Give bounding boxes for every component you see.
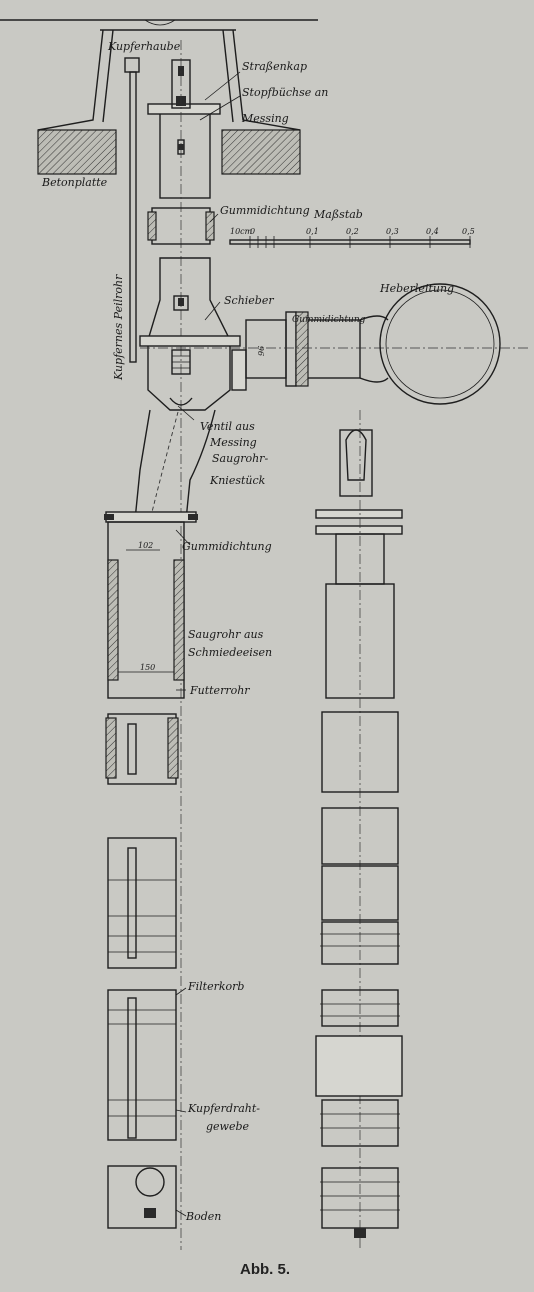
street-surface	[0, 19, 318, 26]
casing-left-sections	[105, 713, 179, 1229]
label-gummidichtung-top: Gummidichtung	[220, 204, 310, 217]
scale-tick-3: 0,3	[386, 227, 399, 236]
outlet-pipe: 96	[140, 311, 530, 387]
label-kupfernes-peilrohr: Kupfernes Peilrohr	[112, 274, 125, 381]
scale-tick-5: 0,5	[462, 227, 475, 236]
casing-left-upper: 102 150	[107, 521, 185, 699]
label-massstab: Maßstab	[313, 208, 363, 221]
label-kupferhaube: Kupferhaube	[107, 40, 181, 53]
figure-caption: Abb. 5.	[240, 1261, 290, 1278]
scale-tick-1: 0,1	[306, 227, 319, 236]
suction-elbow	[104, 409, 216, 523]
dimension-102: 102	[138, 541, 153, 550]
label-kupferdraht: Kupferdraht-	[187, 1102, 260, 1115]
scale-tick-0: 0	[250, 227, 255, 236]
label-saugrohr: Saugrohr aus	[188, 628, 264, 641]
label-boden: Boden	[185, 1210, 221, 1223]
copper-cap	[124, 57, 140, 363]
label-strassenkap: Straßenkap	[242, 60, 307, 73]
dimension-96: 96	[257, 346, 266, 356]
casing-right-sections	[315, 711, 403, 1238]
label-kupferdraht-2: gewebe	[206, 1120, 250, 1133]
scale-unit-label: 10cm	[230, 227, 253, 236]
scale-tick-4: 0,4	[426, 227, 439, 236]
dimension-150: 150	[140, 663, 155, 672]
beton-slab	[37, 129, 301, 175]
surface-box-housing	[37, 29, 301, 131]
label-betonplatte: Betonplatte	[41, 176, 108, 189]
label-ventil: Ventil aus	[200, 420, 255, 433]
valve-cone-side-view	[315, 410, 403, 1250]
label-stopfbuechse-2: Messing	[241, 112, 289, 125]
label-filterkorb: Filterkorb	[187, 980, 244, 993]
label-saugrohr-knie: Saugrohr-	[212, 452, 268, 465]
rubber-seal-top	[147, 207, 215, 245]
gate-valve	[139, 257, 247, 411]
label-schieber: Schieber	[224, 294, 274, 307]
label-heberleitung: Heberleitung	[379, 282, 454, 295]
scale-bar: 10cm 0 0,1 0,2 0,3 0,4 0,5	[229, 227, 475, 248]
scale-tick-2: 0,2	[346, 227, 359, 236]
siphon-ring	[359, 283, 501, 405]
label-gummidichtung-right: Gummidichtung	[292, 315, 366, 325]
label-saugrohr-knie-2: Kniestück	[209, 474, 266, 487]
label-saugrohr-2: Schmiedeeisen	[188, 646, 272, 659]
stuffing-box	[147, 40, 221, 1250]
leader-lines	[175, 71, 241, 1217]
label-ventil-2: Messing	[209, 436, 257, 449]
label-gummidichtung-mid: Gummidichtung	[182, 540, 272, 553]
label-futterrohr: Futterrohr	[189, 684, 250, 697]
label-stopfbuechse: Stopfbüchse an	[242, 86, 328, 99]
labels: Kupferhaube Straßenkap Stopfbüchse an Me…	[41, 40, 454, 1223]
